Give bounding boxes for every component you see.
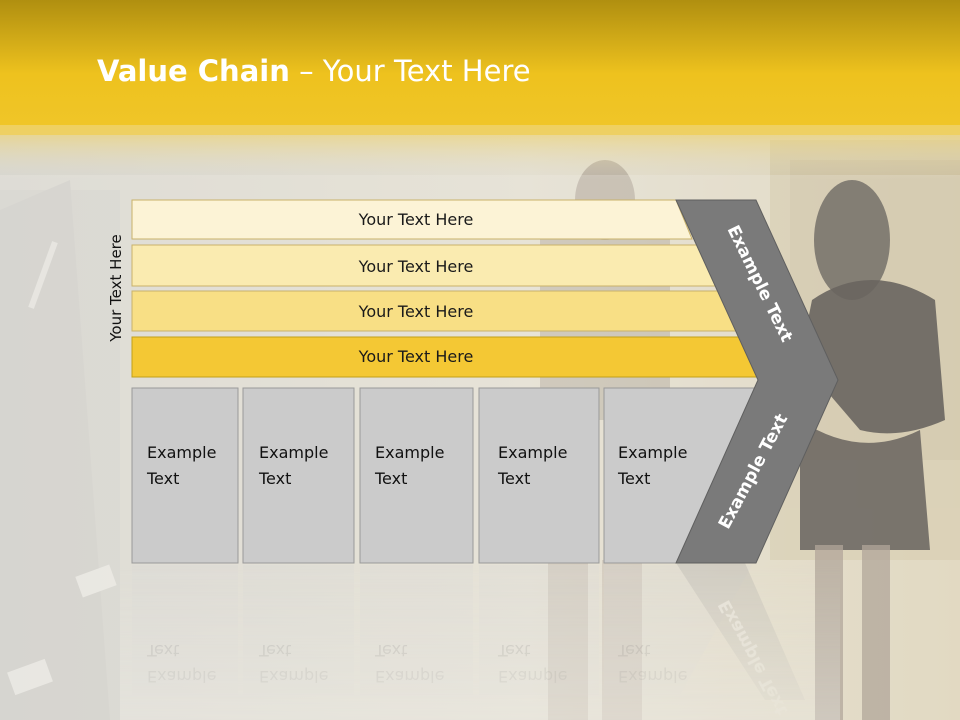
bar-2: Your Text Here xyxy=(131,244,717,287)
box-3-line1: Example xyxy=(375,443,444,462)
box-2: Example Text xyxy=(242,387,355,564)
box-3-shape xyxy=(359,387,474,564)
box-4-line2: Text xyxy=(497,469,530,488)
bar-2-label: Your Text Here xyxy=(358,257,474,276)
box-5: Example Text xyxy=(603,387,763,564)
bar-3-label: Your Text Here xyxy=(358,302,474,321)
bar-4: Your Text Here xyxy=(131,336,763,378)
box-1: Example Text xyxy=(131,387,239,564)
reflection: Example Text Example Text Example Text E… xyxy=(120,560,840,720)
box-5-line1: Example xyxy=(618,443,687,462)
header-fade xyxy=(0,125,960,180)
box-4-line1: Example xyxy=(498,443,567,462)
box-2-shape xyxy=(242,387,355,564)
bar-4-label: Your Text Here xyxy=(358,347,474,366)
box-2-line1: Example xyxy=(259,443,328,462)
box-4: Example Text xyxy=(478,387,600,564)
box-3-line2: Text xyxy=(374,469,407,488)
side-label: Your Text Here xyxy=(107,234,125,342)
bar-1-shape xyxy=(131,199,693,240)
bar-3: Your Text Here xyxy=(131,290,739,332)
box-4-shape xyxy=(478,387,600,564)
header-band xyxy=(0,0,960,135)
page-title: Value Chain – Your Text Here xyxy=(97,54,531,88)
box-1-line1: Example xyxy=(147,443,216,462)
bar-1: Your Text Here xyxy=(131,199,693,240)
chevron-shape xyxy=(675,199,839,564)
title-bold: Value Chain xyxy=(97,54,290,88)
bar-1-label: Your Text Here xyxy=(358,210,474,229)
box-2-line2: Text xyxy=(258,469,291,488)
title-rest: – Your Text Here xyxy=(289,54,531,88)
box-5-line2: Text xyxy=(617,469,650,488)
box-3: Example Text xyxy=(359,387,474,564)
box-1-shape xyxy=(131,387,239,564)
road-texture xyxy=(0,180,120,720)
box-1-line2: Text xyxy=(146,469,179,488)
